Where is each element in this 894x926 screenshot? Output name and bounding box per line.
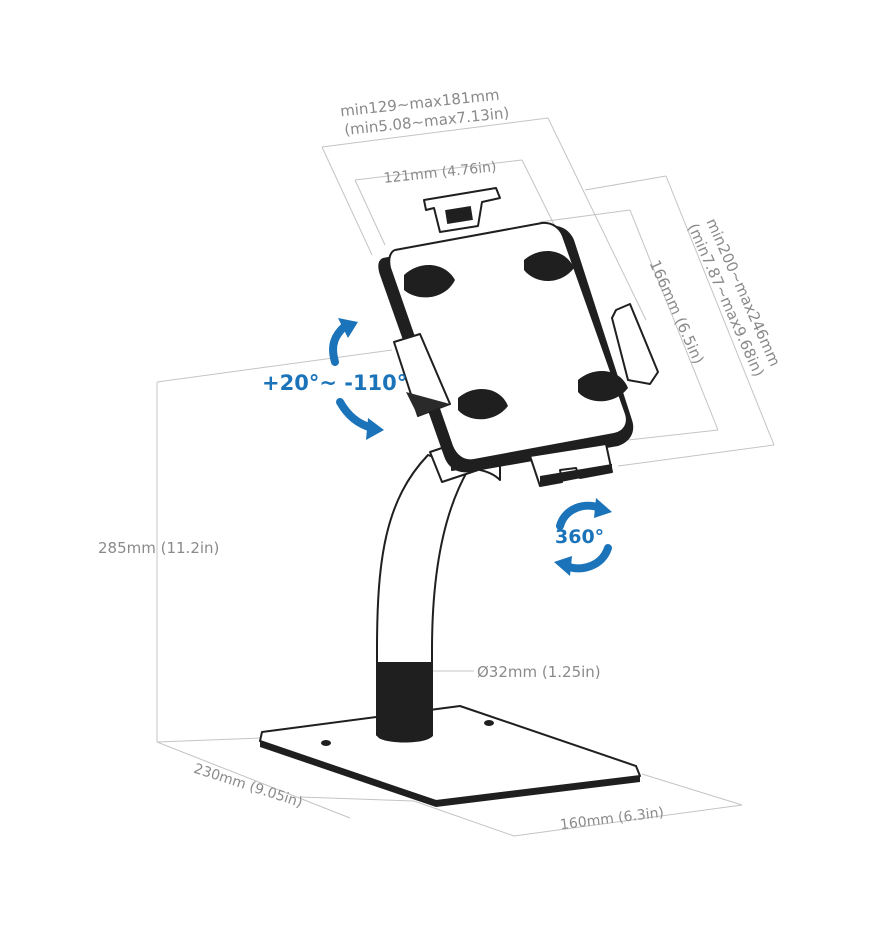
corner-pad xyxy=(578,370,628,402)
tilt-indicator: +20°~ -110° xyxy=(262,318,407,440)
holder-height-label: 166mm (6.5in) xyxy=(646,257,708,367)
base-screw-hole xyxy=(484,720,494,726)
stand-pole xyxy=(376,454,469,743)
corner-pad xyxy=(458,388,508,420)
tablet-holder xyxy=(378,187,659,487)
base-plate xyxy=(259,705,641,807)
base-length-label: 230mm (9.05in) xyxy=(192,761,305,811)
tilt-arrow-up-icon xyxy=(329,322,349,366)
tilt-range-label: +20°~ -110° xyxy=(262,371,407,395)
corner-pad xyxy=(404,264,455,298)
base-screw-hole xyxy=(321,740,331,746)
pole-diameter-label: Ø32mm (1.25in) xyxy=(477,663,601,681)
tilt-arrow-down-icon xyxy=(336,398,376,432)
rotation-label: 360° xyxy=(555,526,604,548)
stand-height-label: 285mm (11.2in) xyxy=(98,539,219,557)
rotation-360-icon: 360° xyxy=(554,498,612,576)
dimension-lines xyxy=(156,117,775,837)
base-width-label: 160mm (6.3in) xyxy=(559,805,665,834)
holder-width-label: 121mm (4.76in) xyxy=(383,159,497,187)
corner-pad xyxy=(524,250,574,281)
